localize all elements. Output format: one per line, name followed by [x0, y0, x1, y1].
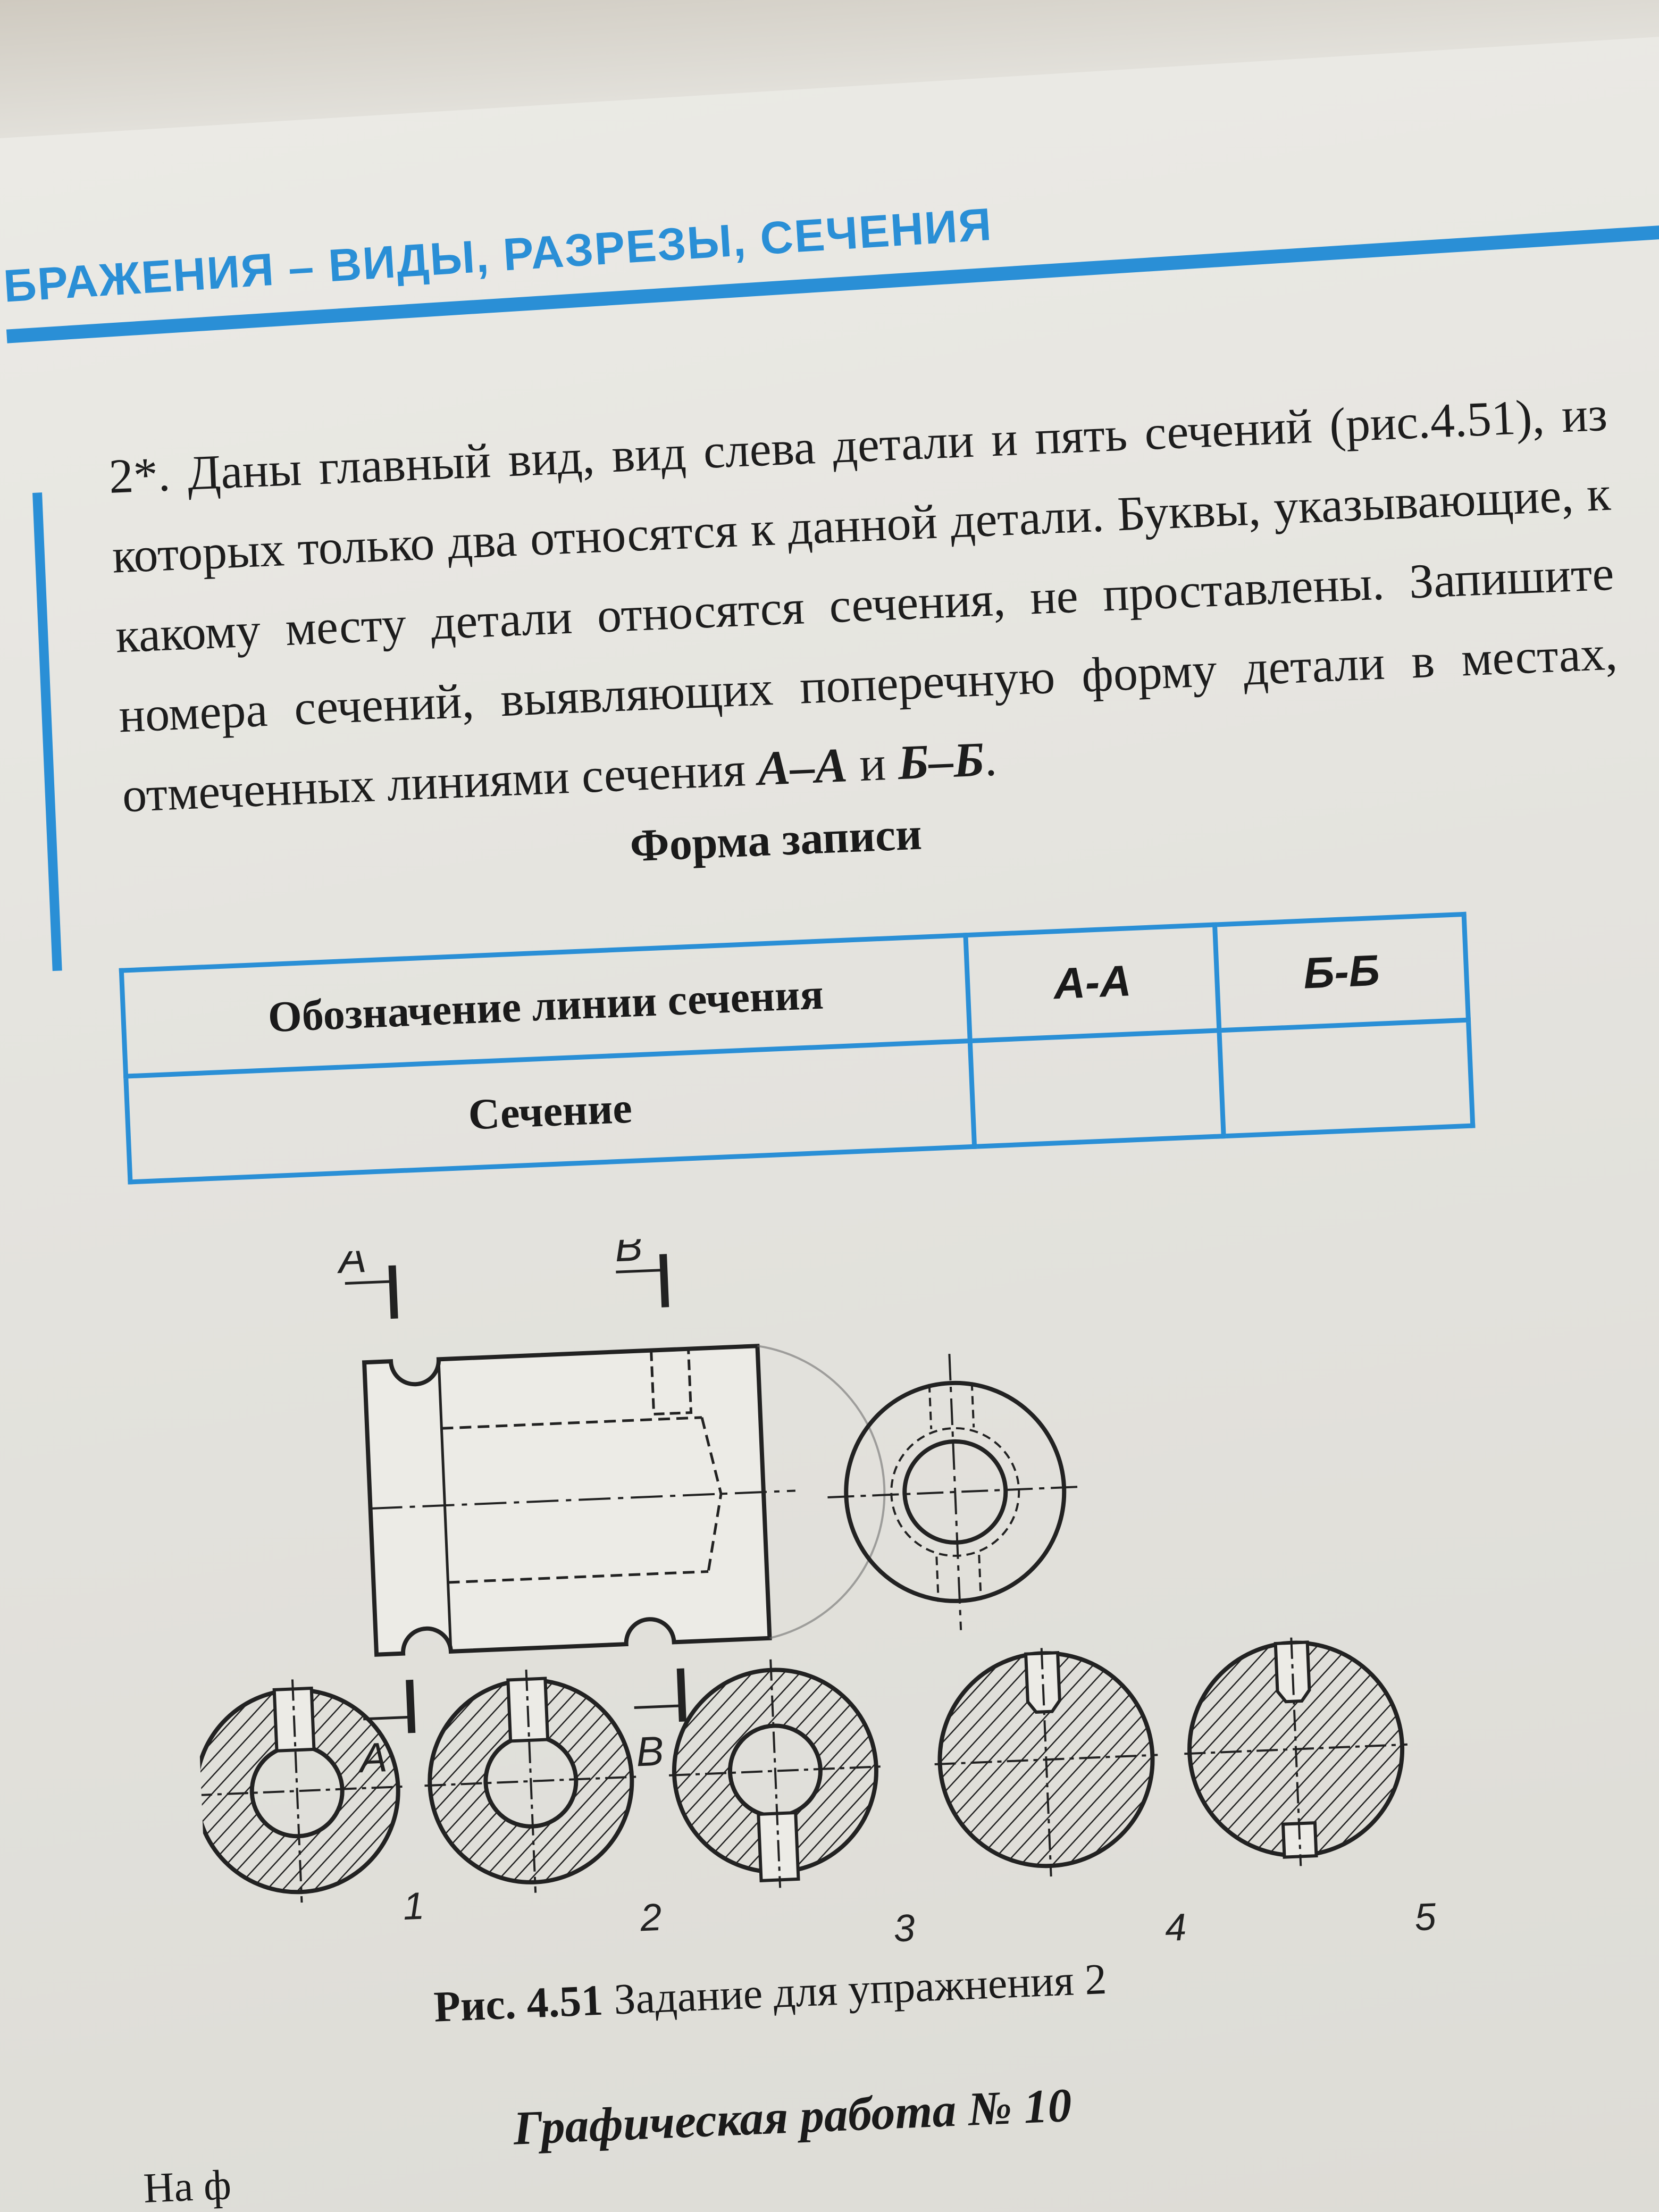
main-view [345, 1254, 886, 1733]
section-number-4: 4 [1164, 1906, 1187, 1949]
section-3 [669, 1659, 882, 1888]
section-5 [1184, 1637, 1407, 1866]
form-title: Форма записи [629, 808, 923, 872]
exercise-end: . [983, 731, 998, 786]
exercise-conjunction: и [846, 735, 899, 792]
axis-line [370, 1489, 795, 1510]
answer-cell-b[interactable] [1219, 1020, 1473, 1136]
exercise-number: 2*. [107, 447, 171, 504]
section-number-3: 3 [893, 1907, 916, 1950]
next-section-title: Графическая работа № 10 [512, 2079, 1073, 2155]
answer-cell-a[interactable] [970, 1030, 1224, 1147]
section-4 [934, 1648, 1158, 1877]
section-number-5: 5 [1414, 1896, 1437, 1939]
caption-number: Рис. 4.51 [433, 1975, 604, 2031]
left-view [827, 1354, 1083, 1630]
cut-label-a-top: A [336, 1234, 367, 1282]
section-number-1: 1 [402, 1884, 425, 1928]
column-b-b: Б-Б [1214, 914, 1469, 1030]
cut-label-b-bottom: B [635, 1727, 665, 1775]
section-label-a: А–А [756, 738, 849, 796]
technical-drawing: A A B B [190, 1222, 1437, 1950]
record-form-table: Обозначение линии сечения А-А Б-Б Сечени… [119, 912, 1476, 1185]
section-1 [190, 1679, 404, 1903]
section-label-b: Б–Б [896, 732, 986, 790]
section-2 [424, 1669, 638, 1893]
column-a-a: А-А [965, 925, 1219, 1041]
next-section-text: На ф [142, 2161, 232, 2212]
section-number-2: 2 [639, 1896, 663, 1940]
exercise-margin-bar [32, 492, 62, 971]
exercise-text: 2*. Даны главный вид, вид слева детали и… [107, 374, 1622, 835]
cut-label-b-top: B [614, 1222, 644, 1270]
